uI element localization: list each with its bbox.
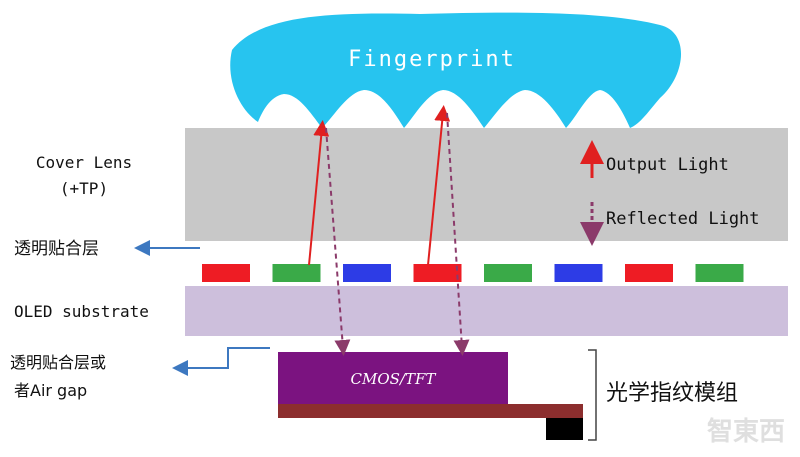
cmos-tft-block (278, 352, 508, 404)
legend-reflected-label: Reflected Light (606, 209, 760, 229)
module-base (278, 404, 583, 418)
adhesive-label: 透明贴合层 (14, 239, 99, 259)
pixel-red (625, 264, 673, 282)
pixel-green (695, 264, 744, 282)
bottom-adhesive-sublabel: 者Air gap (14, 381, 87, 400)
pixel-green (484, 264, 532, 282)
pixel-blue (554, 264, 603, 282)
watermark: 智東西 (707, 417, 785, 447)
oled-label: OLED substrate (14, 302, 149, 321)
output-light-arrow-2 (427, 105, 451, 266)
bottom-adhesive-pointer-arrow (172, 347, 270, 376)
module-bracket (588, 349, 597, 441)
module-label: 光学指纹模组 (606, 381, 738, 406)
bottom-adhesive-label: 透明贴合层或 (10, 353, 106, 372)
output-light-arrow-1 (308, 120, 330, 266)
cmos-label: CMOS/TFT (351, 370, 437, 388)
cover-lens-sublabel: (+TP) (60, 179, 108, 198)
cover-lens-label: Cover Lens (36, 153, 132, 172)
pixel-red (413, 264, 462, 282)
pixel-blue (343, 264, 391, 282)
legend-output-label: Output Light (606, 155, 729, 175)
cover-lens-layer (185, 128, 788, 241)
reflected-light-arrow-2 (446, 112, 470, 356)
pixel-red (202, 264, 250, 282)
fingerprint-label: Fingerprint (348, 47, 516, 72)
reflected-light-arrow-1 (325, 127, 351, 356)
pixel-green (272, 264, 321, 282)
module-connector (546, 418, 583, 440)
oled-substrate-layer (185, 286, 788, 336)
fingerprint-shape (230, 12, 682, 128)
oled-pixel-row (202, 264, 744, 282)
